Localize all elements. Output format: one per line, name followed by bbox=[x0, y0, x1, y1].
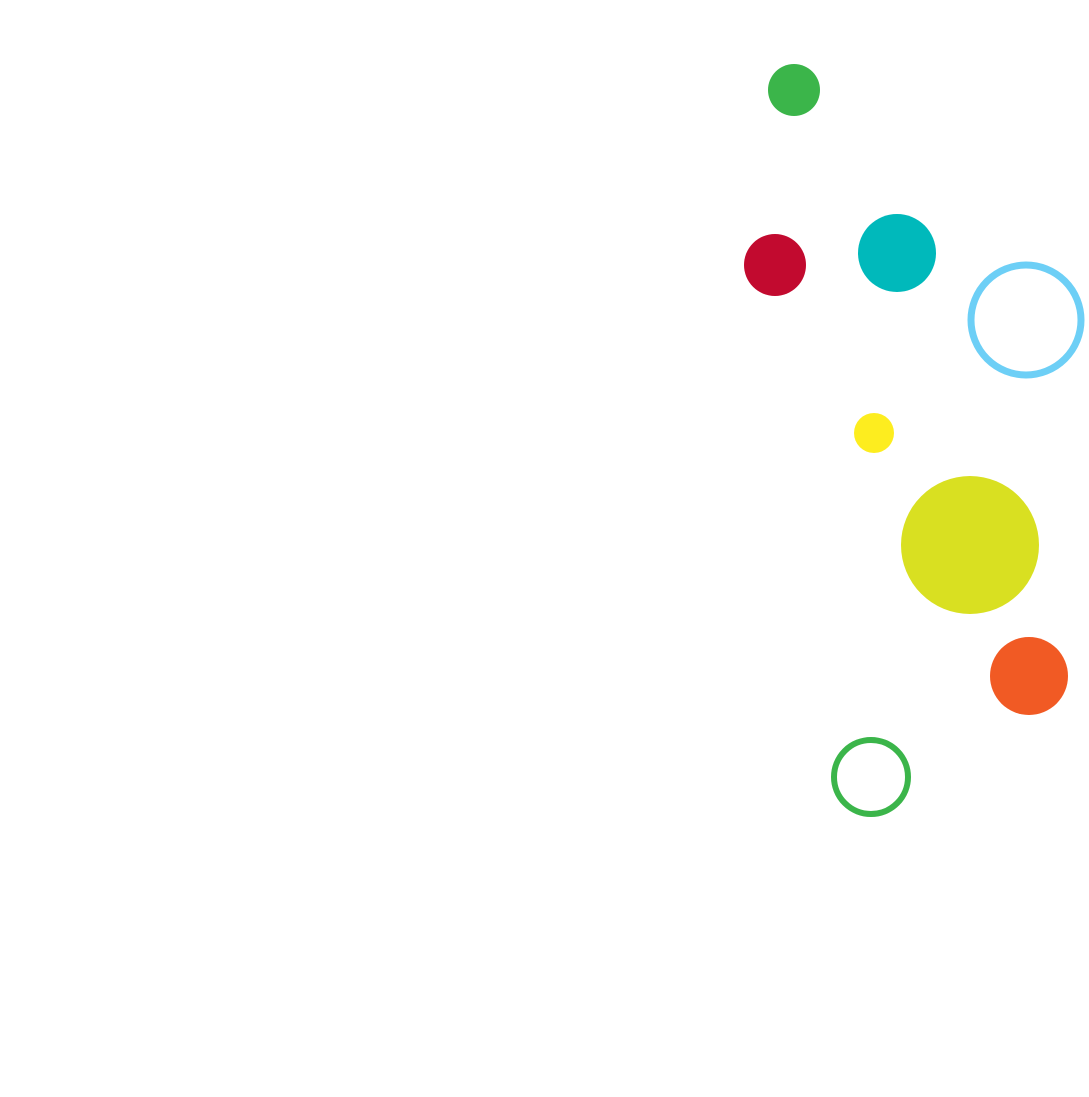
green-ring bbox=[831, 737, 911, 817]
green-dot bbox=[768, 64, 820, 116]
teal-dot bbox=[858, 214, 936, 292]
yellow-dot bbox=[854, 413, 894, 453]
yellow-green-dot bbox=[901, 476, 1039, 614]
light-blue-ring bbox=[967, 261, 1085, 379]
crimson-dot bbox=[744, 234, 806, 296]
orange-dot bbox=[990, 637, 1068, 715]
